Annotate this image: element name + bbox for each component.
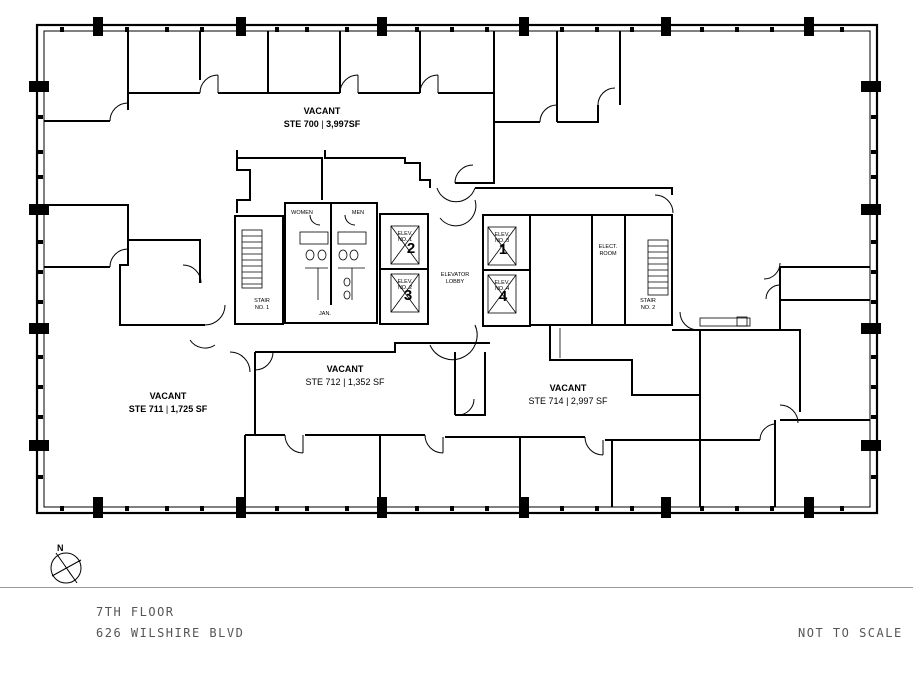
suite-name-714: STE 714 (529, 396, 564, 406)
elevator-3-label-b: NO. 3 (495, 238, 509, 244)
suite-area-714: 2,997 SF (571, 396, 608, 406)
floor-plan: VACANT STE 700 | 3,997SF VACANT STE 711 … (29, 17, 881, 584)
floor-label: 7TH FLOOR (96, 605, 175, 619)
elevator-4-label-b: NO. 4 (495, 286, 509, 292)
suite-id-714: STE 714 | 2,997 SF (529, 396, 608, 406)
suite-name-711: STE 711 (129, 404, 164, 414)
elevator-3-number: 1 (499, 241, 507, 258)
interior-walls (44, 31, 870, 507)
suite-area-700: 3,997SF (326, 119, 361, 129)
room-label-elect-a: ELECT. (599, 244, 618, 250)
north-label: N (57, 543, 64, 553)
misc-fixtures (559, 316, 751, 358)
exterior-walls (35, 23, 879, 515)
suite-area-712: 1,352 SF (348, 377, 385, 387)
elevator-2-number: 3 (404, 287, 412, 304)
suite-status-714: VACANT (550, 383, 587, 393)
room-label-lobby-b: LOBBY (446, 279, 465, 285)
address-label: 626 WILSHIRE BLVD (96, 626, 245, 640)
room-label-stair1-b: NO. 1 (255, 305, 269, 311)
elevator-2-label-b: NO. 2 (398, 285, 412, 291)
elevator-1-label-a: ELEV. (397, 231, 413, 237)
elevator-2-label-a: ELEV. (397, 279, 413, 285)
room-label-women: WOMEN (291, 210, 313, 216)
elevator-1-number: 2 (407, 240, 415, 257)
suite-id-711: STE 711 | 1,725 SF (129, 404, 208, 414)
room-label-lobby-a: ELEVATOR (441, 272, 469, 278)
suite-sep-714: | (564, 396, 571, 406)
elevator-1-label-b: NO. 1 (398, 237, 412, 243)
suite-name-700: STE 700 (284, 119, 319, 129)
elevator-4-number: 4 (499, 288, 508, 305)
building-columns (29, 17, 881, 518)
room-label-stair2-a: STAIR (640, 298, 656, 304)
elevator-cars (390, 225, 517, 314)
elevator-4-label-a: ELEV. (494, 280, 510, 286)
room-label-stair1-a: STAIR (254, 298, 270, 304)
room-label-jan: JAN. (319, 311, 331, 317)
scale-note: NOT TO SCALE (798, 626, 903, 640)
room-label-stair2-b: NO. 2 (641, 305, 655, 311)
door-swings (109, 74, 799, 456)
suite-id-700: STE 700 | 3,997SF (284, 119, 361, 129)
stair-treads (241, 229, 669, 296)
suite-sep-711: | (163, 404, 170, 414)
suite-name-712: STE 712 (306, 377, 341, 387)
north-arrow-icon: N (50, 543, 82, 584)
suite-status-700: VACANT (304, 106, 341, 116)
room-label-elect-b: ROOM (599, 251, 617, 257)
suite-id-712: STE 712 | 1,352 SF (306, 377, 385, 387)
suite-sep-712: | (341, 377, 348, 387)
footer-divider (0, 587, 913, 588)
suite-status-712: VACANT (327, 364, 364, 374)
suite-status-711: VACANT (150, 391, 187, 401)
room-label-men: MEN (352, 210, 364, 216)
restroom-fixtures (299, 231, 367, 300)
suite-area-711: 1,725 SF (171, 404, 208, 414)
elevator-3-label-a: ELEV. (494, 232, 510, 238)
suite-sep-700: | (319, 119, 326, 129)
